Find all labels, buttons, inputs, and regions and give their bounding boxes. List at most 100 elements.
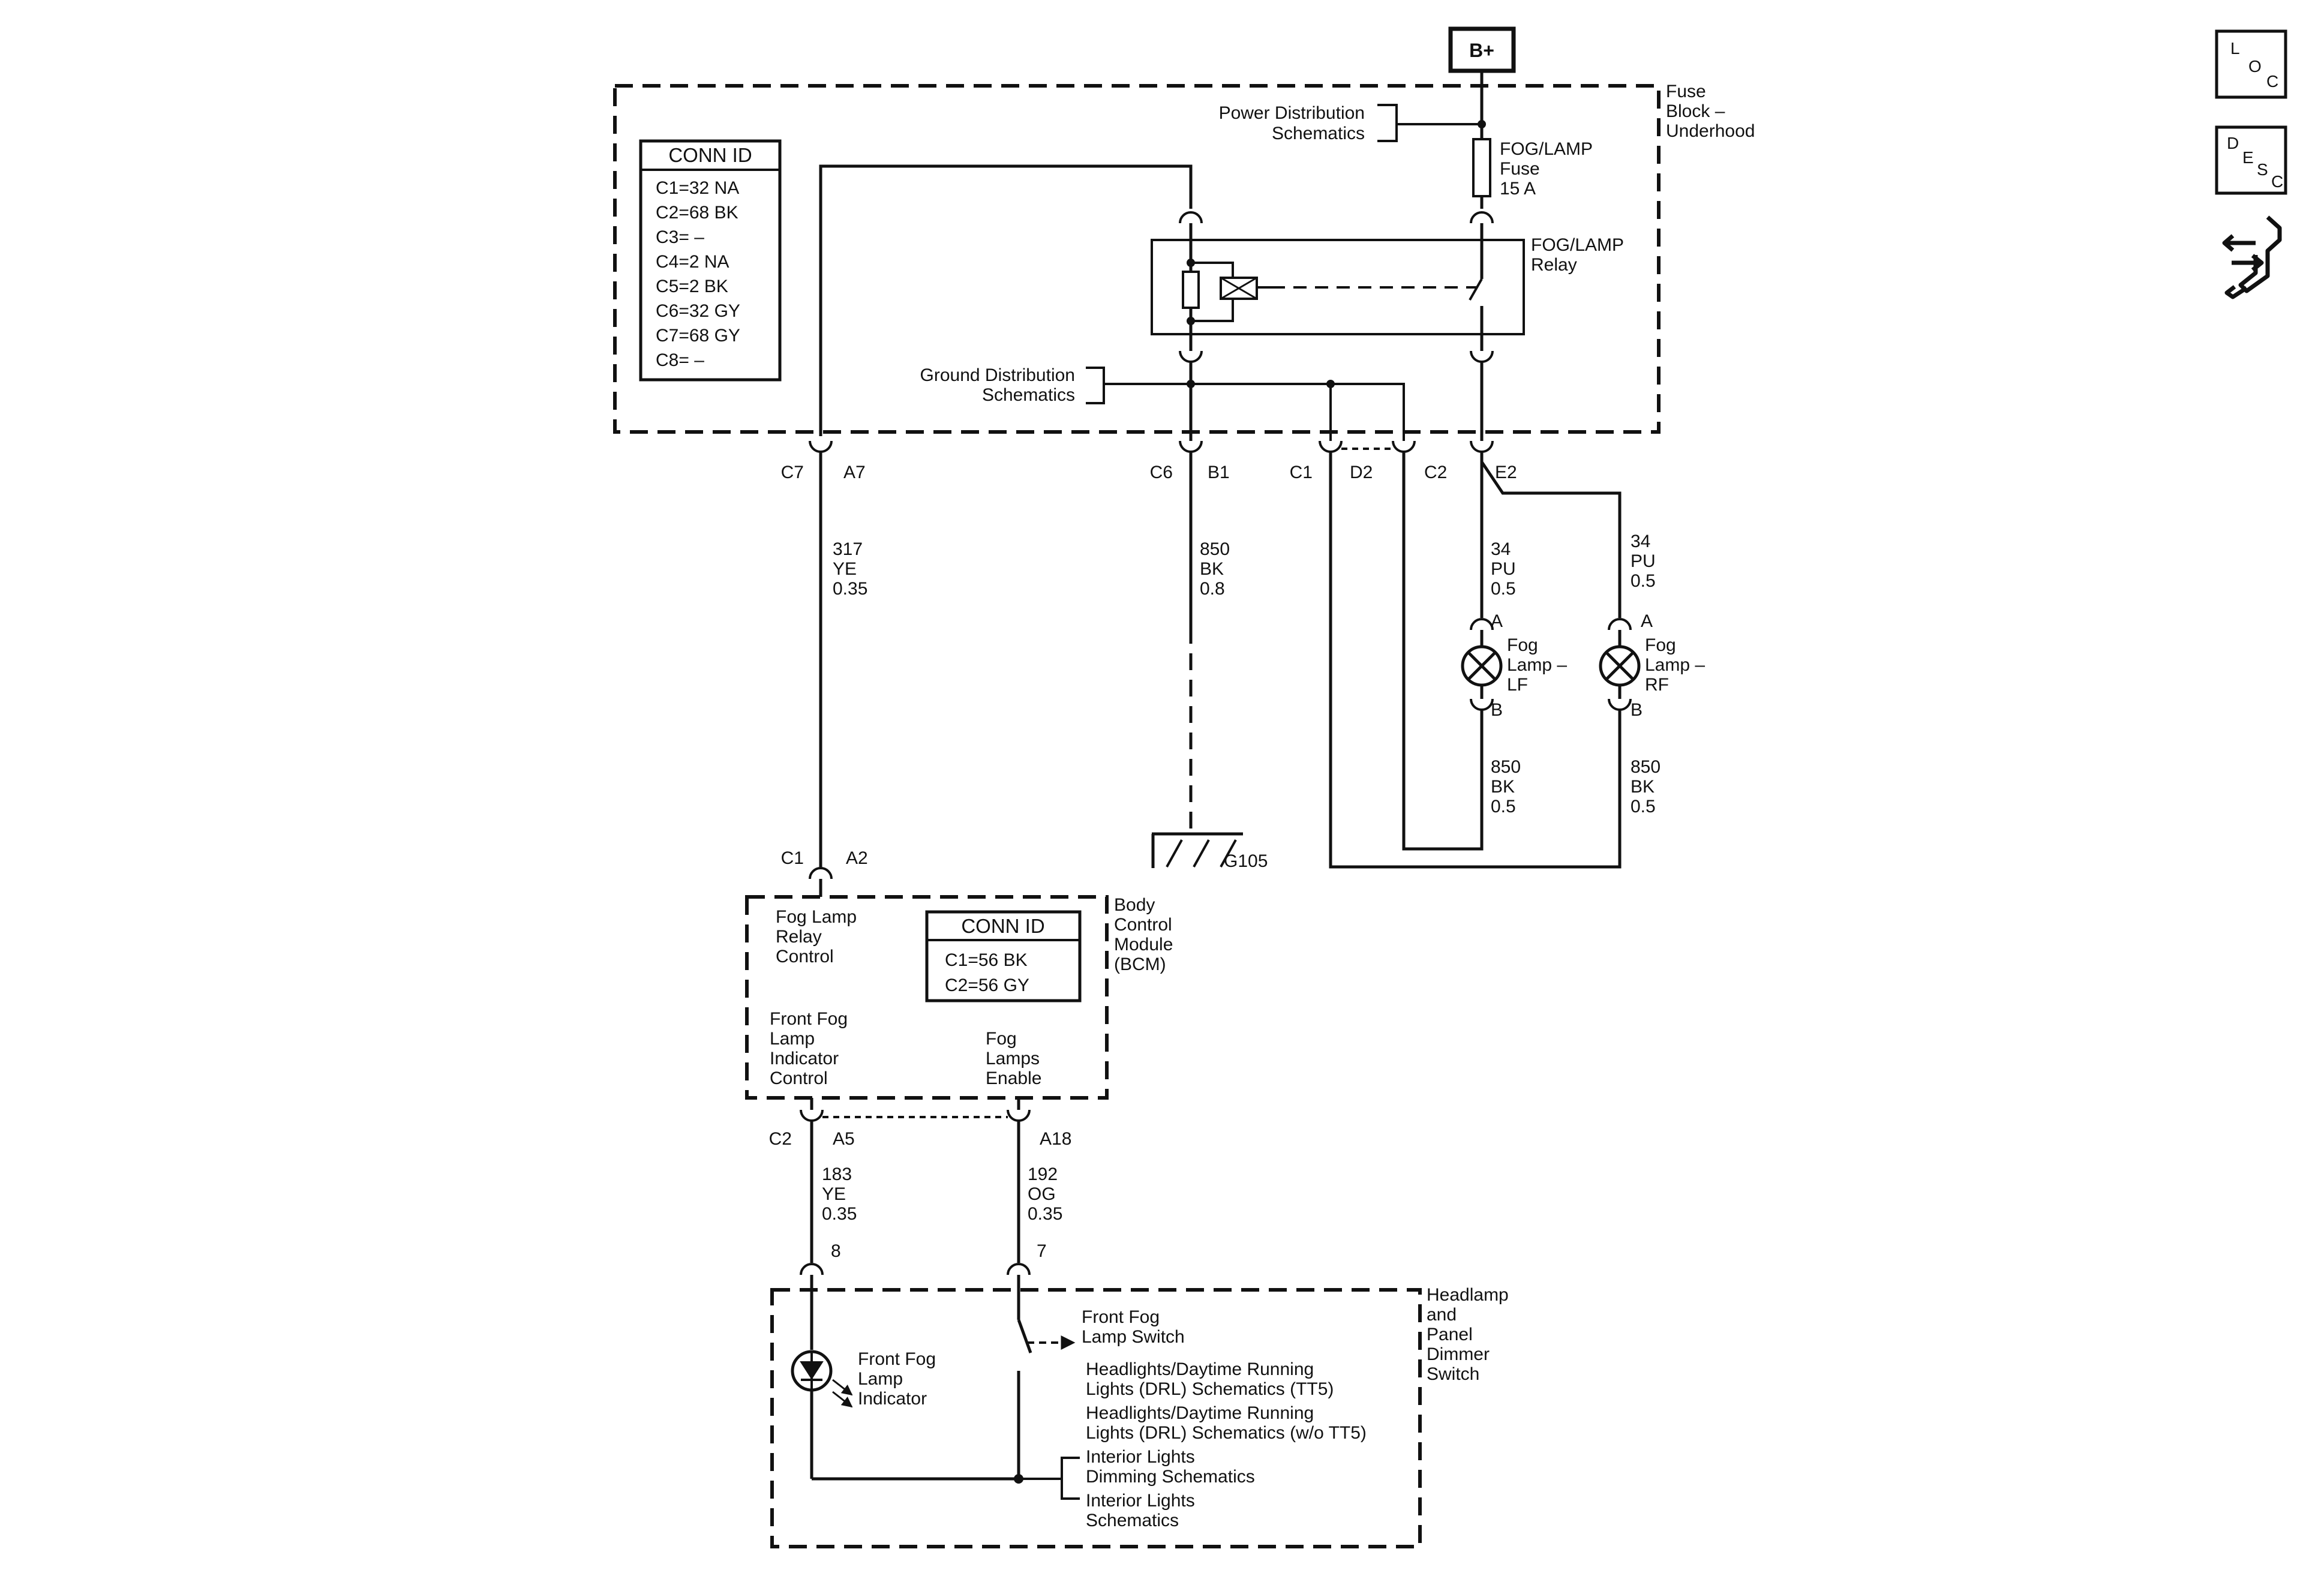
front-fog-lamp-switch-label-2: Lamp Switch bbox=[1082, 1327, 1185, 1347]
fuse-block-conn-id-table: CONN ID C1=32 NA C2=68 BK C3= – C4=2 NA … bbox=[639, 139, 782, 382]
svg-text:C2=56 GY: C2=56 GY bbox=[945, 975, 1029, 995]
fuse-label-1: FOG/LAMP bbox=[1500, 139, 1593, 159]
ground-distribution-ref-2[interactable]: Schematics bbox=[982, 385, 1075, 405]
wire-850-lf-number: 850 bbox=[1491, 757, 1521, 777]
connector-service-icon[interactable] bbox=[2222, 215, 2282, 299]
front-fog-lamp-indicator-led bbox=[791, 1350, 853, 1408]
bcm-name-1: Body bbox=[1114, 895, 1155, 915]
ref-interior-2[interactable]: Schematics bbox=[1086, 1511, 1179, 1530]
lamp-rf-pin-a: A bbox=[1641, 611, 1653, 631]
fuse-block-boundary bbox=[613, 84, 1661, 434]
ref-interior-1[interactable]: Interior Lights bbox=[1086, 1491, 1195, 1511]
fog-lamp-fuse bbox=[1472, 138, 1491, 197]
switch-assembly-name-1: Headlamp bbox=[1427, 1285, 1509, 1305]
ref-interior-dimming-2[interactable]: Dimming Schematics bbox=[1086, 1467, 1255, 1487]
wire-850-lf-color: BK bbox=[1491, 777, 1515, 797]
desc-icon-box[interactable] bbox=[2215, 125, 2287, 195]
wire-183-number: 183 bbox=[822, 1164, 852, 1184]
switch-assembly-boundary bbox=[770, 1288, 1422, 1548]
wire-850-rf-gauge: 0.5 bbox=[1631, 797, 1656, 816]
location-icon: L O C bbox=[2230, 39, 2278, 91]
lamp-lf-name-2: Lamp – bbox=[1507, 655, 1567, 675]
svg-text:CONN ID: CONN ID bbox=[668, 144, 752, 166]
indicator-label-2: Lamp bbox=[858, 1369, 903, 1389]
svg-text:D: D bbox=[2227, 134, 2239, 152]
wire-192-number: 192 bbox=[1028, 1164, 1058, 1184]
fuse-label-2: Fuse bbox=[1500, 159, 1540, 179]
ref-drl-wo-tt5-1[interactable]: Headlights/Daytime Running bbox=[1086, 1403, 1314, 1423]
svg-text:C3= –: C3= – bbox=[656, 227, 704, 247]
pin-c6: C6 bbox=[1150, 463, 1173, 482]
bcm-indicator-control-4: Control bbox=[770, 1068, 828, 1088]
ref-interior-dimming-1[interactable]: Interior Lights bbox=[1086, 1447, 1195, 1467]
svg-text:O: O bbox=[2248, 57, 2262, 76]
bcm-indicator-control-1: Front Fog bbox=[770, 1009, 848, 1029]
svg-text:C5=2 BK: C5=2 BK bbox=[656, 277, 728, 296]
indicator-label-3: Indicator bbox=[858, 1389, 927, 1409]
power-distribution-ref-1[interactable]: Power Distribution bbox=[1219, 103, 1365, 123]
switch-assembly-name-4: Dimmer bbox=[1427, 1344, 1490, 1364]
ref-drl-tt5-1[interactable]: Headlights/Daytime Running bbox=[1086, 1359, 1314, 1379]
wire-34-rf-number: 34 bbox=[1631, 532, 1650, 551]
switch-assembly-name-3: Panel bbox=[1427, 1325, 1473, 1344]
pin-c1-fuse: C1 bbox=[1290, 463, 1313, 482]
relay-suppression-resistor bbox=[1182, 271, 1200, 309]
ref-drl-wo-tt5-2[interactable]: Lights (DRL) Schematics (w/o TT5) bbox=[1086, 1423, 1367, 1443]
fuse-label-3: 15 A bbox=[1500, 179, 1536, 199]
bcm-boundary bbox=[745, 895, 1109, 1100]
lamp-lf-name-1: Fog bbox=[1507, 635, 1538, 655]
pin-b1: B1 bbox=[1208, 463, 1230, 482]
bcm-pin-a2: A2 bbox=[846, 848, 868, 868]
lamp-lf-pin-a: A bbox=[1491, 611, 1503, 631]
bcm-conn-id-table: CONN ID C1=56 BK C2=56 GY bbox=[925, 910, 1082, 1002]
wire-183-gauge: 0.35 bbox=[822, 1204, 857, 1224]
wire-850-main-number: 850 bbox=[1200, 539, 1230, 559]
wire-34-rf-gauge: 0.5 bbox=[1631, 571, 1656, 591]
bcm-pin-a5: A5 bbox=[833, 1129, 855, 1149]
fuse-block-name-2: Block – bbox=[1666, 101, 1725, 121]
front-fog-lamp-switch bbox=[1017, 1319, 1032, 1353]
wire-317-gauge: 0.35 bbox=[833, 579, 867, 599]
bcm-indicator-control-2: Lamp bbox=[770, 1029, 815, 1049]
svg-text:C7=68 GY: C7=68 GY bbox=[656, 326, 740, 346]
wire-850-rf-color: BK bbox=[1631, 777, 1655, 797]
fuse-block-name-1: Fuse bbox=[1666, 82, 1706, 101]
bcm-indicator-control-3: Indicator bbox=[770, 1049, 839, 1068]
bcm-name-4: (BCM) bbox=[1114, 954, 1166, 974]
svg-text:C8= –: C8= – bbox=[656, 350, 704, 370]
ground-distribution-ref-1[interactable]: Ground Distribution bbox=[920, 365, 1075, 385]
svg-text:C1=32 NA: C1=32 NA bbox=[656, 178, 739, 198]
wire-34-rf-color: PU bbox=[1631, 551, 1656, 571]
svg-text:C6=32 GY: C6=32 GY bbox=[656, 301, 740, 321]
switch-assembly-name-2: and bbox=[1427, 1305, 1457, 1325]
wire-317-color: YE bbox=[833, 559, 857, 579]
lamp-rf-name-3: RF bbox=[1645, 675, 1669, 695]
pin-a7: A7 bbox=[843, 463, 866, 482]
relay-label-2: Relay bbox=[1531, 255, 1577, 275]
fuse-block-name-3: Underhood bbox=[1666, 121, 1755, 141]
b-plus-label: B+ bbox=[1469, 40, 1494, 61]
svg-text:C: C bbox=[2271, 172, 2283, 191]
bcm-enable-3: Enable bbox=[986, 1068, 1041, 1088]
relay-label-1: FOG/LAMP bbox=[1531, 235, 1624, 255]
svg-text:C4=2 NA: C4=2 NA bbox=[656, 252, 729, 272]
loc-icon-box[interactable] bbox=[2215, 29, 2287, 99]
ref-drl-tt5-2[interactable]: Lights (DRL) Schematics (TT5) bbox=[1086, 1379, 1334, 1399]
switch-assembly-name-5: Switch bbox=[1427, 1364, 1479, 1384]
fog-lamp-lf-bulb bbox=[1461, 645, 1503, 687]
power-distribution-ref-2[interactable]: Schematics bbox=[1272, 124, 1365, 143]
bcm-relay-control-2: Relay bbox=[776, 927, 822, 947]
ground-distribution-bracket bbox=[1086, 367, 1105, 404]
switch-pin-7: 7 bbox=[1037, 1241, 1047, 1261]
interior-lights-bracket bbox=[1061, 1457, 1080, 1500]
bcm-enable-1: Fog bbox=[986, 1029, 1017, 1049]
svg-text:CONN ID: CONN ID bbox=[961, 915, 1044, 937]
ground-g105-label: G105 bbox=[1224, 851, 1268, 871]
wire-317-number: 317 bbox=[833, 539, 863, 559]
lamp-rf-name-1: Fog bbox=[1645, 635, 1676, 655]
pin-e2: E2 bbox=[1495, 463, 1517, 482]
lamp-rf-name-2: Lamp – bbox=[1645, 655, 1705, 675]
bcm-name-3: Module bbox=[1114, 935, 1173, 954]
bcm-enable-2: Lamps bbox=[986, 1049, 1040, 1068]
bcm-relay-control-1: Fog Lamp bbox=[776, 907, 857, 927]
